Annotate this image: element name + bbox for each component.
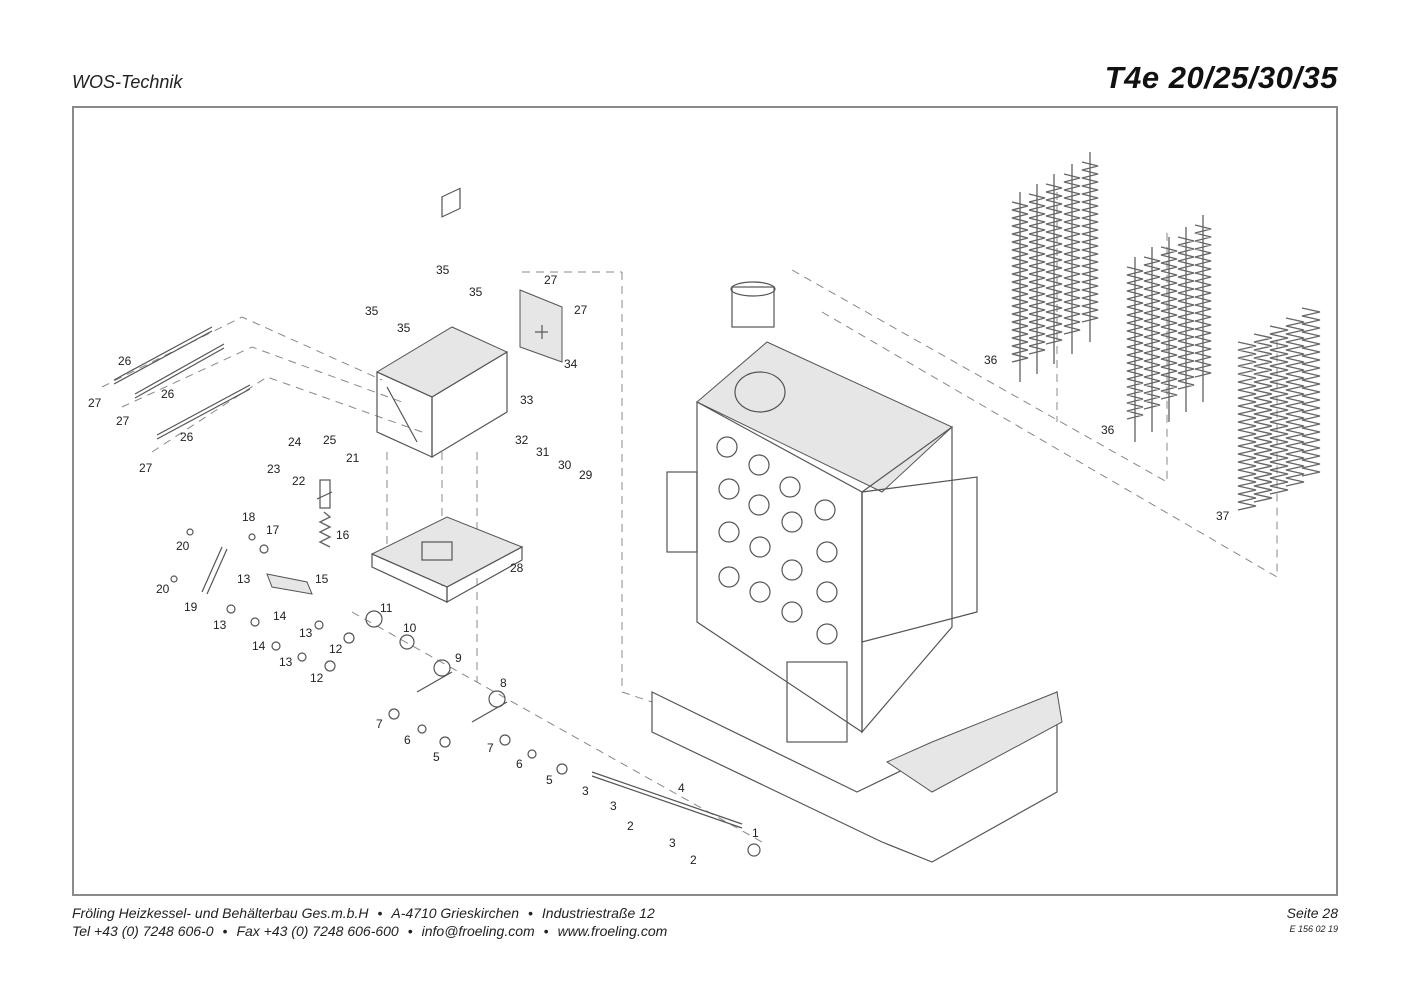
callout: 2 <box>627 819 634 833</box>
callout: 6 <box>404 733 411 747</box>
callout: 35 <box>397 321 411 335</box>
callout: 7 <box>487 741 494 755</box>
callout: 4 <box>678 781 685 795</box>
callout: 7 <box>376 717 383 731</box>
turbulators-36-set1 <box>1011 152 1099 382</box>
callout: 12 <box>310 671 324 685</box>
callout: 5 <box>546 773 553 787</box>
cage-frame-33 <box>375 187 509 459</box>
bullet-separator: • <box>528 905 533 921</box>
callout: 23 <box>267 462 281 476</box>
callout: 29 <box>579 468 593 482</box>
turbulators-36-set2 <box>1126 215 1212 442</box>
callout: 24 <box>288 435 302 449</box>
footer-page-info: Seite 28 E 156 02 19 <box>1287 904 1338 936</box>
callout: 27 <box>116 414 130 428</box>
callout: 20 <box>176 539 190 553</box>
bullet-separator: • <box>543 923 549 939</box>
callout: 35 <box>365 304 379 318</box>
callout-labels: 1 2 2 3 3 3 4 5 5 6 6 7 7 8 9 10 11 12 1… <box>88 263 1230 867</box>
callout: 12 <box>329 642 343 656</box>
callout: 11 <box>380 601 393 615</box>
callout: 5 <box>433 750 440 764</box>
callout: 34 <box>564 357 578 371</box>
callout: 13 <box>299 626 313 640</box>
callout: 27 <box>574 303 588 317</box>
callout: 27 <box>544 273 558 287</box>
brand-title: WOS-Technik <box>72 72 183 92</box>
callout: 35 <box>436 263 450 277</box>
callout: 26 <box>180 430 194 444</box>
callout: 22 <box>292 474 306 488</box>
callout: 32 <box>515 433 529 447</box>
callout: 20 <box>156 582 170 596</box>
model-title: T4e 20/25/30/35 <box>1104 60 1338 95</box>
tray-28 <box>370 516 524 604</box>
callout: 15 <box>315 572 329 586</box>
linkage-parts <box>170 479 761 857</box>
callout: 27 <box>88 396 102 410</box>
callout: 33 <box>520 393 534 407</box>
callout: 28 <box>510 561 524 575</box>
drawing-frame: 1 2 2 3 3 3 4 5 5 6 6 7 7 8 9 10 11 12 1… <box>72 106 1338 896</box>
company-name: Fröling Heizkessel- und Behälterbau Ges.… <box>72 905 369 921</box>
footer-contact: Fröling Heizkessel- und Behälterbau Ges.… <box>72 904 667 940</box>
callout: 2 <box>690 853 697 867</box>
callout: 14 <box>273 609 287 623</box>
callout: 16 <box>336 528 350 542</box>
boiler-assembly <box>651 281 1063 863</box>
callout: 25 <box>323 433 337 447</box>
turbulators-37 <box>1237 307 1321 511</box>
callout: 3 <box>610 799 617 813</box>
callout: 9 <box>455 651 462 665</box>
email-address: info@froeling.com <box>421 923 535 939</box>
company-address: A-4710 Grieskirchen <box>391 905 519 921</box>
callout: 36 <box>984 353 998 367</box>
callout: 13 <box>279 655 293 669</box>
callout: 10 <box>403 621 417 635</box>
callout: 21 <box>346 451 360 465</box>
fax-number: Fax +43 (0) 7248 606-600 <box>236 923 399 939</box>
callout: 13 <box>213 618 227 632</box>
exploded-parts-drawing: 1 2 2 3 3 3 4 5 5 6 6 7 7 8 9 10 11 12 1… <box>88 152 1321 867</box>
callout: 3 <box>582 784 589 798</box>
callout: 17 <box>266 523 280 537</box>
callout: 37 <box>1216 509 1230 523</box>
phone-number: Tel +43 (0) 7248 606-0 <box>72 923 214 939</box>
callout: 35 <box>469 285 483 299</box>
callout: 36 <box>1101 423 1115 437</box>
boiler-ports <box>716 436 838 645</box>
callout: 26 <box>118 354 132 368</box>
footer-line-2: Tel +43 (0) 7248 606-0 • Fax +43 (0) 7248 … <box>72 922 667 940</box>
page-number: Seite 28 <box>1286 905 1338 921</box>
document-number: E 156 02 19 <box>1289 924 1338 934</box>
callout: 14 <box>252 639 266 653</box>
callout: 26 <box>161 387 175 401</box>
bullet-separator: • <box>407 923 413 939</box>
company-street: Industriestraße 12 <box>541 905 655 921</box>
callout: 31 <box>536 445 550 459</box>
callout: 13 <box>237 572 251 586</box>
cover-plate-34 <box>519 289 563 363</box>
assembly-guide-lines <box>101 192 1278 843</box>
callout: 1 <box>752 826 759 840</box>
callout: 3 <box>669 836 676 850</box>
callout: 18 <box>242 510 256 524</box>
footer-line-1: Fröling Heizkessel- und Behälterbau Ges.… <box>72 904 667 922</box>
bullet-separator: • <box>377 905 383 921</box>
callout: 19 <box>184 600 198 614</box>
website-url: www.froeling.com <box>557 923 668 939</box>
callout: 27 <box>139 461 153 475</box>
callout: 30 <box>558 458 572 472</box>
callout: 6 <box>516 757 523 771</box>
rods-26 <box>113 326 251 440</box>
callout: 8 <box>500 676 507 690</box>
bullet-separator: • <box>222 923 228 939</box>
